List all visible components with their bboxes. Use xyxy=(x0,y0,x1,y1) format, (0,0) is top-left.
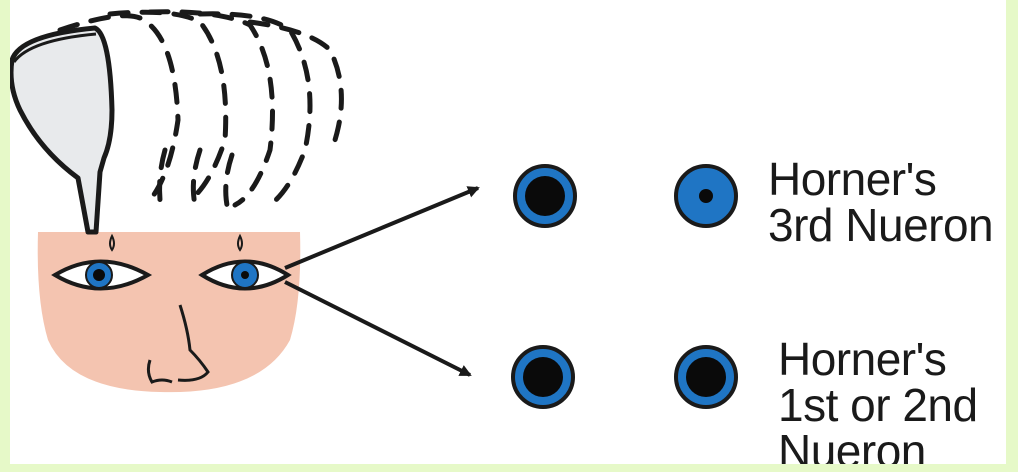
pupil-bottom-left xyxy=(513,347,573,407)
label-top-line2: 3rd Nueron xyxy=(768,202,993,248)
pupil-top-right xyxy=(676,166,736,226)
label-top-line1: Horner's xyxy=(768,156,993,202)
eyedrop-bottle xyxy=(11,28,112,232)
frame-bottom-border xyxy=(0,464,1018,472)
frame-right-border xyxy=(1006,0,1018,472)
label-bottom-line1: Horner's xyxy=(778,336,978,382)
label-bottom-line2: 1st or 2nd xyxy=(778,382,978,428)
pupil-top-left xyxy=(515,166,575,226)
label-horner-3rd-neuron: Horner's 3rd Nueron xyxy=(768,156,993,248)
arrow-top xyxy=(285,188,478,268)
face xyxy=(38,232,301,392)
pupil-bottom-right xyxy=(676,347,736,407)
label-horner-1st-2nd-neuron: Horner's 1st or 2nd Nueron xyxy=(778,336,978,472)
arrow-bottom xyxy=(285,282,470,375)
frame-left-border xyxy=(0,0,10,472)
